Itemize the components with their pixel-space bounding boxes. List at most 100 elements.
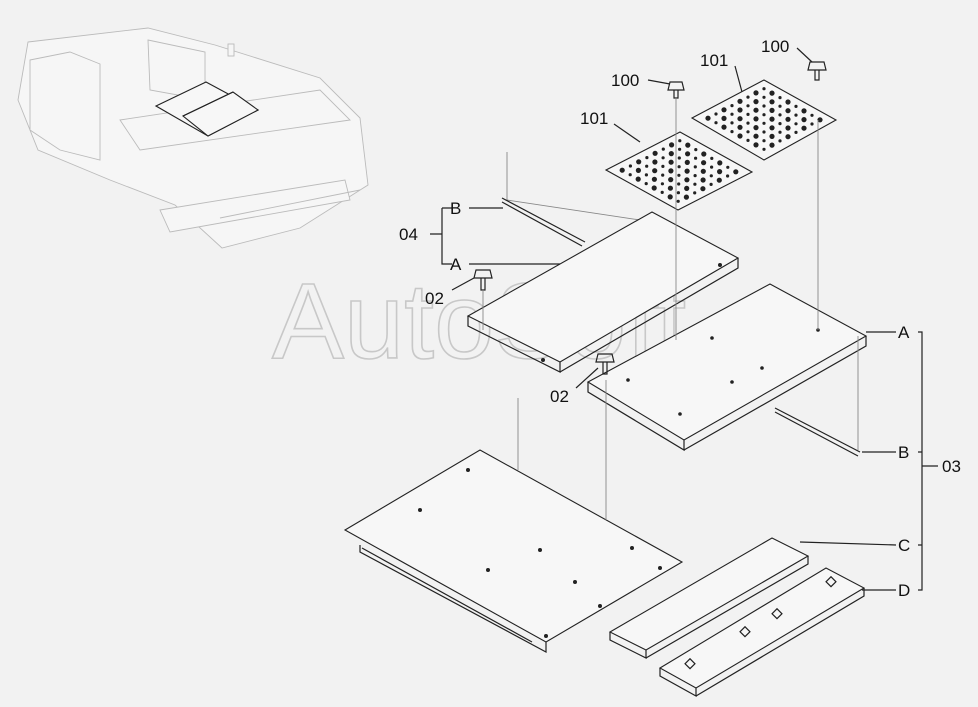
perforation-hole [714,112,718,116]
mat-101-left [604,131,754,211]
perforation-hole [709,174,713,178]
perforation-hole [635,176,641,182]
perforation-hole [721,124,727,130]
perforation-hole [619,167,625,173]
bar-03-d [658,567,866,698]
perforation-hole [769,99,775,105]
perforation-hole [677,165,681,169]
label-mat-101-left: 101 [580,109,608,128]
perforation-hole [710,156,714,160]
perforation-hole [785,134,791,140]
floor-plate [343,449,684,654]
bolt-02-right [595,353,615,520]
perforation-hole [730,104,734,108]
perforation-hole [721,107,727,113]
perforation-hole [628,173,632,177]
perforation-hole [730,112,734,116]
perforation-hole [684,168,690,174]
label-bolt-100-right: 100 [761,37,789,56]
label-group-03: 03 [942,457,961,476]
cover-04 [466,152,740,373]
perforation-hole [769,142,775,148]
perforation-hole [746,121,750,125]
perforation-hole [737,124,743,130]
perforation-hole [661,173,665,177]
perforation-hole [660,190,664,194]
perforation-hole [785,116,791,122]
perforation-hole [684,177,690,183]
label-right-d: D [898,581,910,600]
perforation-hole [701,151,707,157]
perforation-hole [801,125,807,131]
perforation-hole [769,125,775,131]
perforation-hole [716,177,722,183]
perforation-hole [669,142,675,148]
perforation-hole [753,125,759,131]
perforation-hole [746,104,750,108]
label-group-04: 04 [399,225,418,244]
bolt-100-right [807,61,827,330]
label-bolt-100-left: 100 [611,71,639,90]
bolt-100-left [667,81,685,340]
perforation-hole [753,133,759,139]
perforation-hole [753,116,759,122]
excavator-ghost [17,27,369,249]
plate-03-a [586,283,868,452]
perforation-hole [705,115,711,121]
perforation-hole [668,159,674,165]
perforation-hole [778,130,782,134]
perforation-hole [785,99,791,105]
perforation-hole [762,113,766,117]
perforation-hole [794,130,798,134]
perforation-hole [762,87,766,91]
perforation-hole [677,173,681,177]
perforation-hole [645,164,649,168]
perforation-hole [746,130,750,134]
label-right-a: A [898,323,910,342]
perforation-hole [685,151,691,157]
perforation-hole [667,185,674,191]
perforation-hole [737,116,743,122]
perforation-hole [794,122,798,126]
perforation-hole [769,116,775,122]
bar-03-c [608,537,810,659]
perforation-hole [817,117,823,123]
perforation-hole [677,182,681,186]
perforation-hole [794,104,798,108]
perforation-hole [730,121,734,125]
perforation-hole [661,147,665,151]
perforation-hole [769,90,775,96]
perforation-hole [668,168,674,174]
perforation-hole [778,96,782,100]
perforation-hole [628,164,633,168]
label-top-b: B [450,199,461,218]
perforation-hole [661,164,665,168]
perforation-hole [651,176,658,182]
perforation-hole [730,130,734,134]
perforation-hole [746,95,750,99]
perforation-hole [762,95,766,99]
perforation-hole [676,191,681,195]
bolt-02-left [473,269,493,330]
mat-101-right [690,79,838,161]
perforation-hole [721,115,727,121]
perforation-hole [693,182,697,186]
perforation-hole [652,168,658,174]
perforation-hole [645,156,649,160]
label-bolt-02-left: 02 [425,289,444,308]
perforation-hole [710,165,714,169]
perforation-hole [700,168,706,174]
perforation-hole [684,159,690,165]
perforation-hole [668,177,674,183]
perforation-hole [667,194,673,200]
perforation-hole [762,130,766,134]
perforation-hole [762,121,766,125]
leader-lines [430,47,938,591]
perforation-hole [746,138,750,142]
perforation-hole [762,104,766,108]
perforation-hole [700,186,706,192]
perforation-hole [693,174,697,178]
perforation-hole [644,173,649,177]
perforation-hole [753,142,759,148]
